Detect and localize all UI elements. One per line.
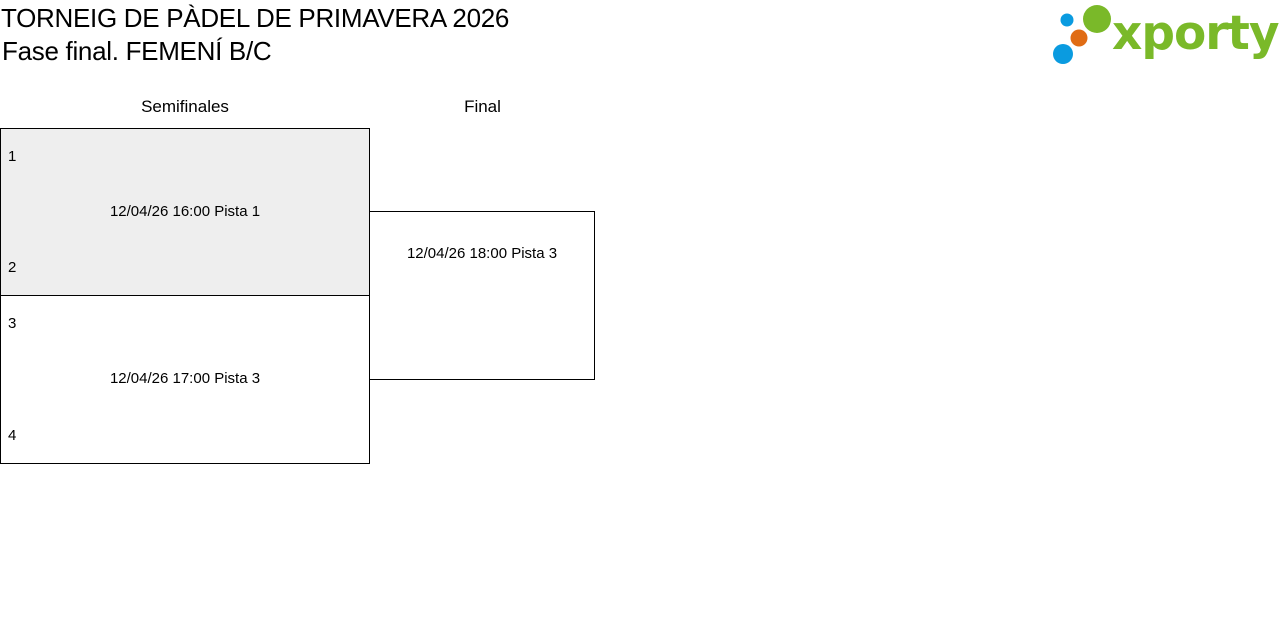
semifinal-match-1[interactable]: 1 12/04/26 16:00 Pista 1 2 bbox=[0, 128, 370, 296]
logo-dot-blue-large bbox=[1053, 44, 1073, 64]
logo-wordmark: xporty bbox=[1112, 6, 1280, 61]
seed-2: 2 bbox=[8, 259, 17, 276]
semifinal-match-2[interactable]: 3 12/04/26 17:00 Pista 3 4 bbox=[0, 295, 370, 464]
final-match[interactable]: 12/04/26 18:00 Pista 3 bbox=[369, 211, 595, 380]
phase-subtitle: Fase final. FEMENÍ B/C bbox=[2, 36, 272, 66]
seed-4: 4 bbox=[8, 427, 17, 444]
logo-dot-blue-small bbox=[1060, 13, 1074, 27]
round-header-semifinals: Semifinales bbox=[141, 97, 229, 116]
logo-dot-green bbox=[1083, 5, 1111, 33]
match-schedule: 12/04/26 16:00 Pista 1 bbox=[109, 203, 261, 220]
xporty-dots-icon bbox=[1053, 5, 1111, 64]
logo-dot-orange bbox=[1070, 29, 1088, 47]
final-schedule: 12/04/26 18:00 Pista 3 bbox=[406, 245, 558, 262]
tournament-title: TORNEIG DE PÀDEL DE PRIMAVERA 2026 bbox=[1, 3, 510, 33]
xporty-logo: xporty bbox=[1050, 4, 1280, 68]
seed-1: 1 bbox=[8, 148, 17, 165]
seed-3: 3 bbox=[8, 315, 17, 332]
match-schedule: 12/04/26 17:00 Pista 3 bbox=[109, 370, 261, 387]
round-header-final: Final bbox=[464, 97, 501, 116]
